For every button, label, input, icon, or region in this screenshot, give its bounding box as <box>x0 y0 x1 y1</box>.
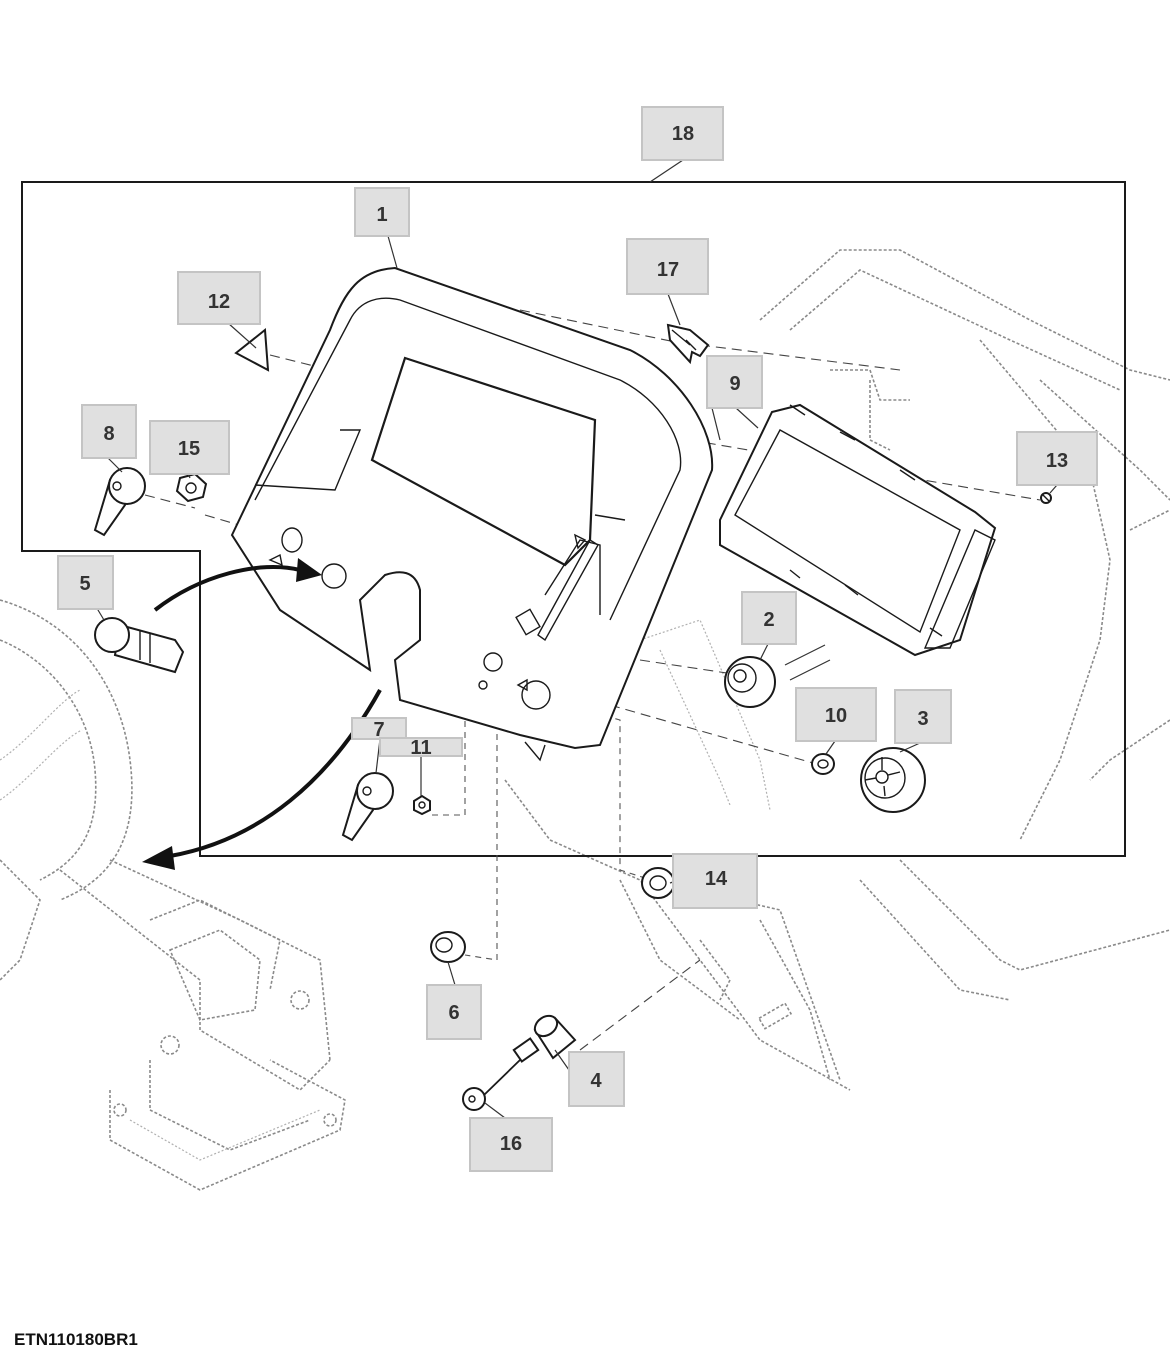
callout-18-label: 18 <box>672 123 694 145</box>
callout-1: 1 <box>354 187 410 237</box>
callout-11-label: 11 <box>410 737 431 759</box>
drawing-code: ETN110180BR1 <box>14 1330 138 1349</box>
callout-5-label: 5 <box>79 573 90 595</box>
callout-8-label: 8 <box>103 423 114 445</box>
rotary-knob <box>860 747 926 813</box>
callout-11: 11 <box>379 737 463 759</box>
callout-8: 8 <box>81 404 137 459</box>
callout-3-label: 3 <box>917 708 928 730</box>
callout-5: 5 <box>57 555 114 610</box>
callout-9: 9 <box>706 355 763 409</box>
callout-15: 15 <box>149 420 230 475</box>
callout-17: 17 <box>626 238 709 295</box>
ignition-switch <box>512 1014 577 1063</box>
instrument-panel-housing <box>230 266 714 762</box>
callout-4: 4 <box>568 1051 625 1107</box>
callout-10: 10 <box>795 687 877 742</box>
callout-2: 2 <box>741 591 797 645</box>
steering-wheel-ghost <box>0 599 133 981</box>
callout-12: 12 <box>177 271 261 325</box>
display-module <box>719 403 997 657</box>
kit-boundary-frame <box>21 181 1126 857</box>
callout-3: 3 <box>894 689 952 744</box>
callout-6: 6 <box>426 984 482 1040</box>
callout-13: 13 <box>1016 431 1098 486</box>
cap <box>430 931 466 963</box>
washer <box>811 753 835 775</box>
callout-17-label: 17 <box>657 259 679 281</box>
clip <box>666 323 710 365</box>
callout-1-label: 1 <box>376 204 387 226</box>
callout-18: 18 <box>641 106 724 161</box>
callout-2-label: 2 <box>763 609 774 631</box>
screw <box>1040 492 1052 504</box>
callout-4-label: 4 <box>590 1070 602 1092</box>
callout-13-label: 13 <box>1046 450 1068 472</box>
triangle-label <box>234 328 270 372</box>
lever-knob-upper <box>93 467 146 537</box>
callout-9-label: 9 <box>729 373 740 395</box>
lever-knob-lower <box>341 772 394 842</box>
callout-15-label: 15 <box>178 438 200 460</box>
steering-column-ghost <box>59 859 346 1191</box>
callout-7-label: 7 <box>373 719 384 741</box>
push-switch <box>94 617 185 674</box>
grommet <box>641 867 675 899</box>
callout-6-label: 6 <box>448 1002 459 1024</box>
callout-16-label: 16 <box>500 1133 522 1155</box>
callout-leader-lines <box>94 159 1058 1119</box>
callout-16: 16 <box>469 1117 553 1172</box>
callout-10-label: 10 <box>825 705 847 727</box>
ignition-key <box>462 1059 521 1111</box>
callout-12-label: 12 <box>208 291 230 313</box>
callout-14: 14 <box>672 853 758 909</box>
hex-nut-large <box>175 472 208 503</box>
rotary-switch <box>724 644 831 708</box>
hex-nut-small <box>413 794 431 816</box>
callout-14-label: 14 <box>705 868 728 890</box>
